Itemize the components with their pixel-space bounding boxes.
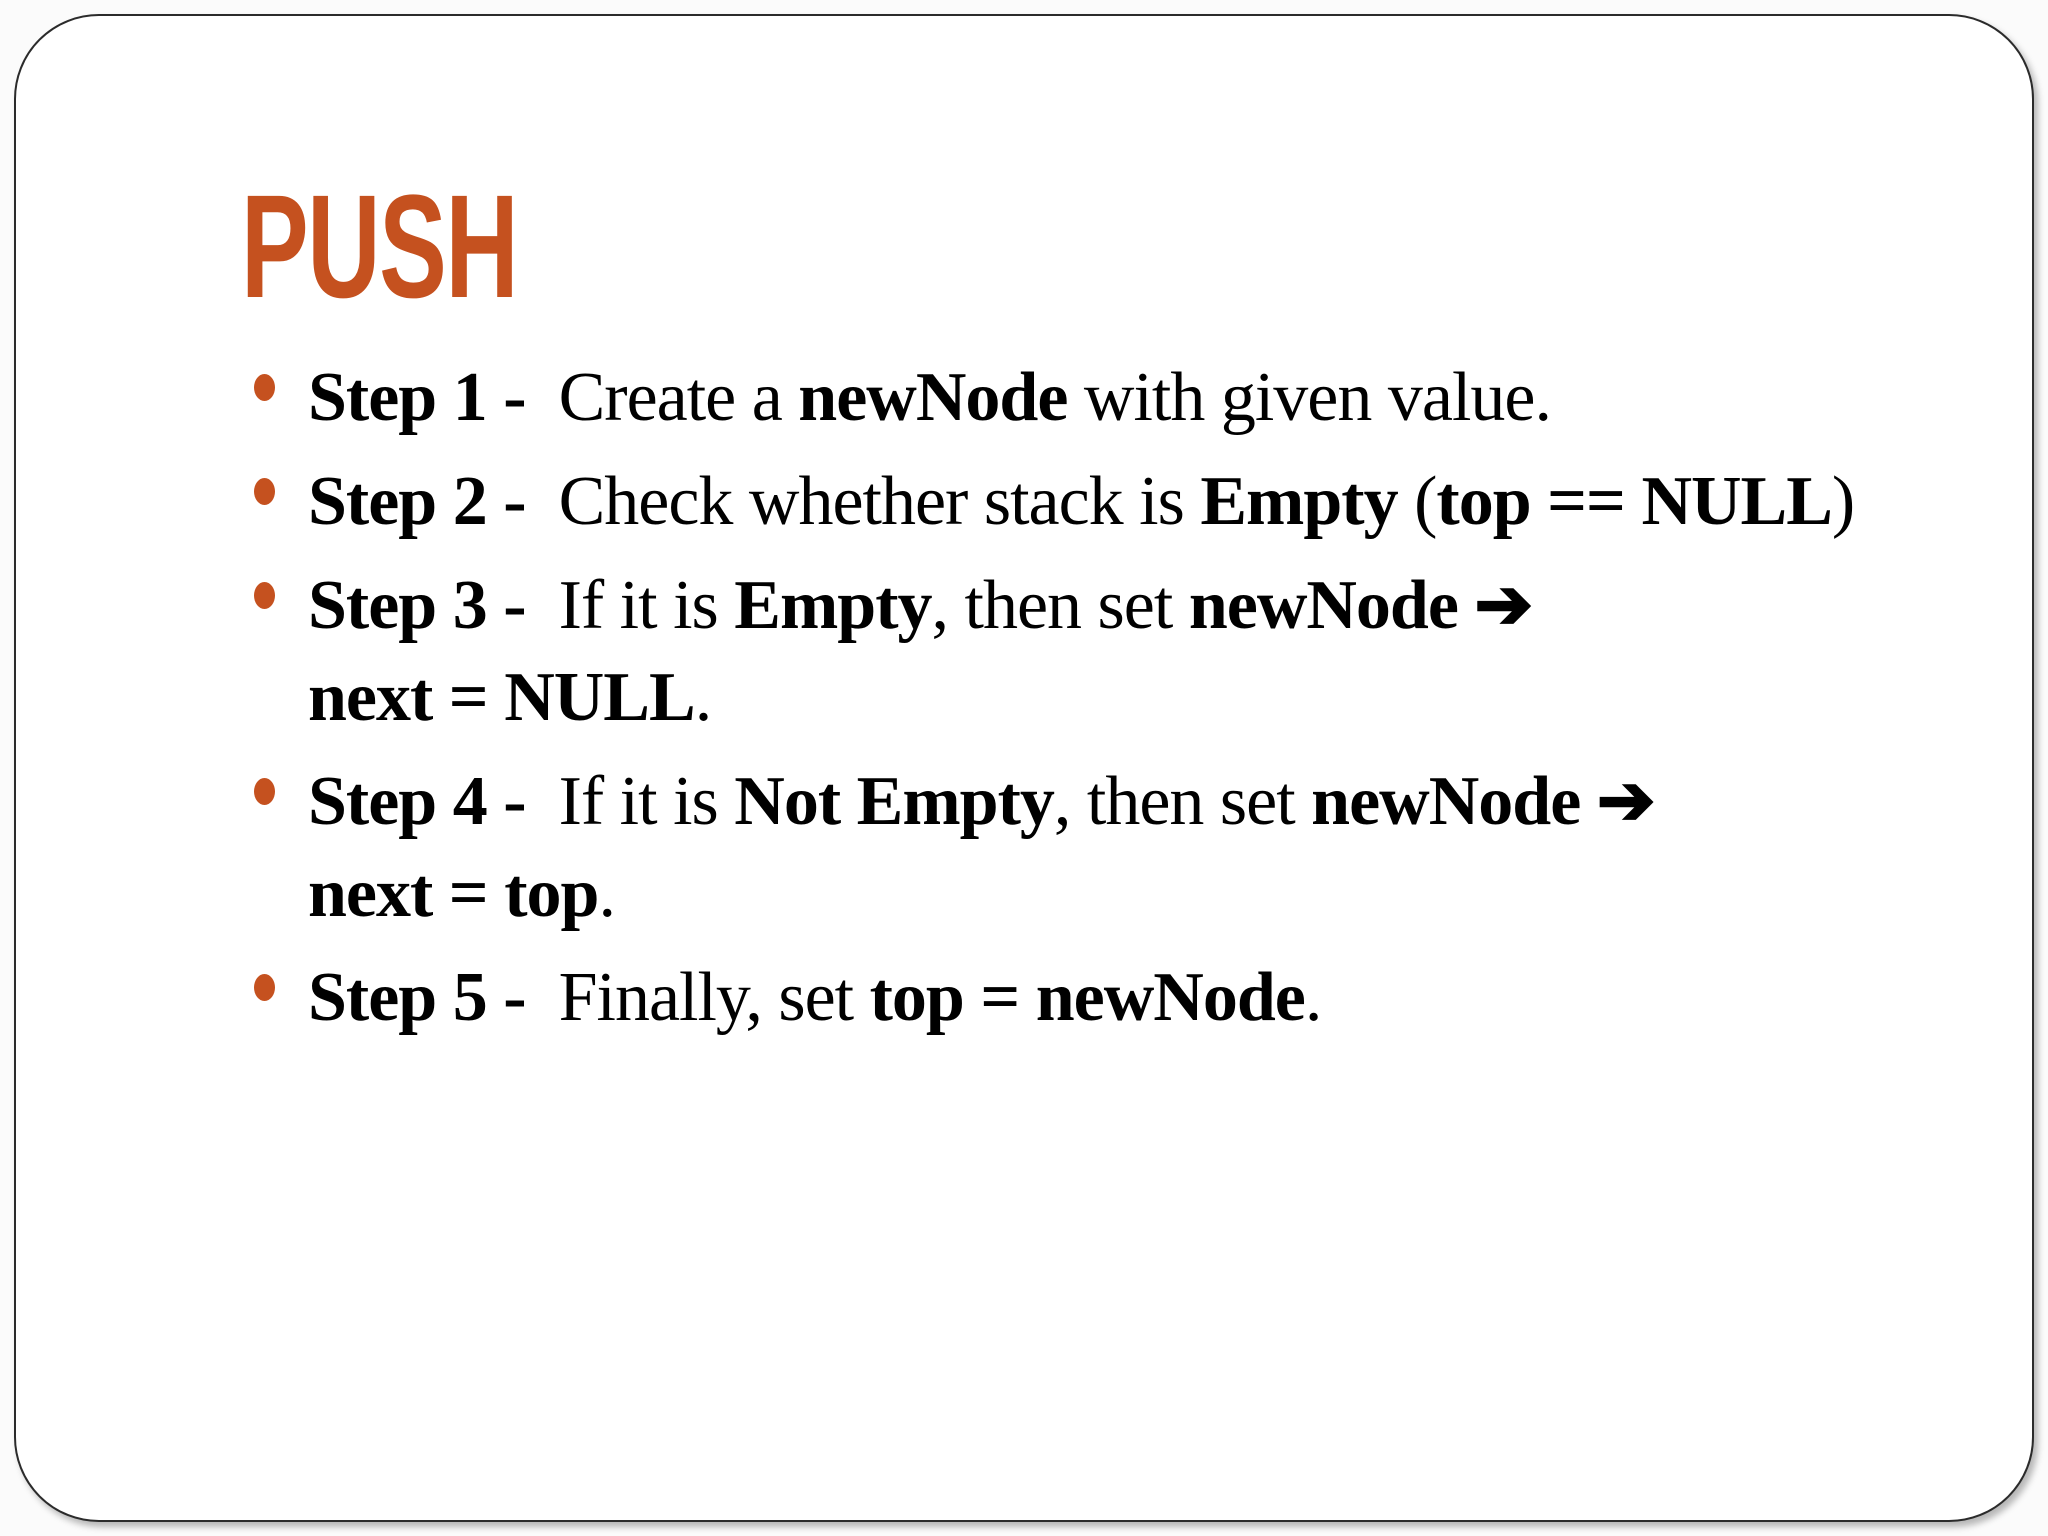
text-segment: . [1304, 959, 1322, 1036]
step-line: Step 4 - If it is Not Empty, then set ne… [308, 756, 1952, 848]
text-segment: If it is [525, 763, 735, 840]
text-segment: with given value. [1067, 359, 1552, 436]
bullet-icon [254, 778, 275, 805]
text-segment: . [598, 855, 615, 932]
slide-card: PUSH Step 1 - Create a newNode with give… [14, 14, 2034, 1522]
list-item: Step 1 - Create a newNode with given val… [254, 352, 1952, 444]
bullet-icon [254, 478, 275, 505]
text-segment: Check whether stack is [525, 463, 1201, 540]
text-segment: Step 4 - [308, 763, 527, 840]
text-segment: next = top [308, 855, 599, 932]
text-segment: , then set [931, 567, 1189, 644]
text-segment: next = NULL [308, 659, 696, 736]
text-segment: Step 1 - [308, 359, 527, 436]
steps-list: Step 1 - Create a newNode with given val… [254, 352, 1952, 1056]
text-segment: Step 3 - [308, 567, 527, 644]
step-text: Step 4 - If it is Not Empty, then set ne… [308, 756, 1952, 940]
step-line: next = top. [308, 848, 1952, 940]
text-segment: If it is [525, 567, 735, 644]
list-item: Step 3 - If it is Empty, then set newNod… [254, 560, 1952, 744]
text-segment: newNode ➔ [1311, 763, 1655, 840]
step-text: Step 5 - Finally, set top = newNode. [308, 952, 1952, 1044]
text-segment: ) [1831, 463, 1855, 540]
text-segment: Step 2 - [308, 463, 527, 540]
text-segment: . [694, 659, 712, 736]
bullet-icon [254, 582, 275, 609]
slide-title: PUSH [241, 165, 519, 329]
step-line: Step 3 - If it is Empty, then set newNod… [308, 560, 1952, 652]
text-segment: Create a [525, 359, 799, 436]
step-line: next = NULL. [308, 652, 1952, 744]
text-segment: , then set [1053, 763, 1312, 840]
text-segment: Finally, set [525, 959, 870, 1036]
text-segment: Not Empty [734, 763, 1055, 840]
text-segment: Empty [1200, 463, 1398, 540]
step-line: Step 2 - Check whether stack is Empty (t… [308, 456, 1952, 548]
text-segment: ( [1397, 463, 1437, 540]
step-text: Step 3 - If it is Empty, then set newNod… [308, 560, 1952, 744]
text-segment: newNode [798, 359, 1068, 436]
list-item: Step 2 - Check whether stack is Empty (t… [254, 456, 1952, 548]
step-line: Step 5 - Finally, set top = newNode. [308, 952, 1952, 1044]
step-text: Step 2 - Check whether stack is Empty (t… [308, 456, 1952, 548]
bullet-icon [254, 974, 275, 1001]
text-segment: Empty [734, 567, 932, 644]
step-text: Step 1 - Create a newNode with given val… [308, 352, 1952, 444]
list-item: Step 4 - If it is Not Empty, then set ne… [254, 756, 1952, 940]
text-segment: top = newNode [869, 959, 1306, 1036]
text-segment: top == NULL [1436, 463, 1832, 540]
list-item: Step 5 - Finally, set top = newNode. [254, 952, 1952, 1044]
text-segment: Step 5 - [308, 959, 527, 1036]
bullet-icon [254, 374, 275, 401]
text-segment: newNode ➔ [1188, 567, 1533, 644]
step-line: Step 1 - Create a newNode with given val… [308, 352, 1952, 444]
